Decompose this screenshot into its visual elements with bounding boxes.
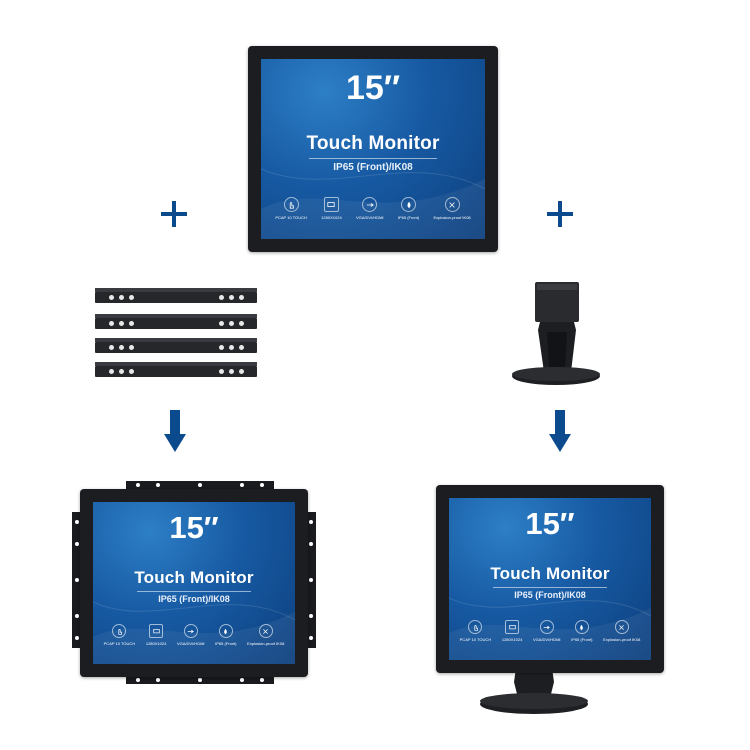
display-icon [323,197,339,212]
open-frame-bezel: 15″ Touch Monitor IP65 (Front)/IK08 PCAP… [80,489,308,677]
screen-size-text: 15″ [345,69,401,107]
mounting-bracket [95,338,257,353]
feature-explosion-proof: Explosion-proof IK08 [247,624,284,646]
frame-tab-bottom [126,676,274,684]
feature-touch: PCAP 10 TOUCH [103,624,136,646]
feature-label: IP65 (Front) [215,641,237,646]
feature-touch: PCAP 10 TOUCH [275,197,307,220]
usb-icon [539,620,554,634]
feature-waterproof: IP65 (Front) [215,624,237,646]
screen-title-text: Touch Monitor [134,568,254,587]
arrow-down-right [549,410,571,452]
frame-tab-top [126,481,274,489]
touch-hand-icon [468,620,483,634]
display-icon [149,624,164,638]
screen-title-text: Touch Monitor [490,564,610,583]
screen-title-text: Touch Monitor [306,133,440,154]
feature-label: Explosion-proof IK08 [433,215,471,220]
feature-label: PCAP 10 TOUCH [103,641,136,646]
screen-wave-decoration [93,601,295,664]
monitor-screen: 15″ Touch Monitor IP65 (Front)/IK08 PCAP… [93,502,295,664]
feature-waterproof: IP65 (Front) [398,197,419,220]
screen-subtitle-text: IP65 (Front)/IK08 [158,594,230,604]
plus-sign-right [547,201,573,227]
water-drops-icon [574,620,589,634]
feature-row: PCAP 10 TOUCH 1280X1024 VGA/DVI/HDMI IP6… [449,620,651,642]
screen-divider [309,158,437,159]
mounting-bracket [95,362,257,377]
monitor-screen: 15″ Touch Monitor IP65 (Front)/IK08 PCAP… [449,498,651,660]
feature-explosion-proof: Explosion-proof IK08 [434,197,471,220]
screen-subtitle-text: IP65 (Front)/IK08 [333,162,413,173]
feature-explosion-proof: Explosion-proof IK08 [603,620,640,642]
screen-size-text: 15″ [169,510,219,545]
screen-divider [137,591,251,592]
feature-interfaces: VGA/DVI/HDMI [356,197,384,220]
feature-label: 1280X1024 [145,641,167,646]
mounting-bracket [95,288,257,303]
touch-hand-icon [283,197,299,212]
feature-label: PCAP 10 TOUCH [275,215,307,220]
arrow-down-left [164,410,186,452]
water-drops-icon [218,624,233,638]
monitor-screen: 15″ Touch Monitor IP65 (Front)/IK08 PCAP… [261,59,485,239]
explosion-proof-icon [258,624,273,638]
feature-row: PCAP 10 TOUCH 1280X1024 VGA/DVI/HDMI IP6… [261,197,485,220]
feature-touch: PCAP 10 TOUCH [459,620,492,642]
feature-label: Explosion-proof IK08 [603,637,641,642]
screen-divider [493,587,607,588]
desktop-monitor-bezel: 15″ Touch Monitor IP65 (Front)/IK08 PCAP… [436,485,664,673]
screen-size-text: 15″ [525,506,575,541]
top-touch-monitor: 15″ Touch Monitor IP65 (Front)/IK08 PCAP… [248,46,498,252]
usb-icon [183,624,198,638]
feature-resolution: 1280X1024 [321,197,342,220]
screen-subtitle-text: IP65 (Front)/IK08 [514,590,586,600]
feature-label: VGA/DVI/HDMI [355,215,384,220]
screen-wave-decoration [449,597,651,660]
feature-interfaces: VGA/DVI/HDMI [177,624,205,646]
feature-label: IP65 (Front) [397,215,420,220]
plus-sign-left [161,201,187,227]
feature-row: PCAP 10 TOUCH 1280X1024 VGA/DVI/HDMI IP6… [93,624,295,646]
monitor-stand [512,282,600,385]
explosion-proof-icon [614,620,629,634]
display-icon [505,620,520,634]
frame-tab-left [72,512,82,648]
feature-label: Explosion-proof IK08 [247,641,285,646]
feature-label: VGA/DVI/HDMI [532,637,561,642]
feature-label: VGA/DVI/HDMI [176,641,205,646]
feature-interfaces: VGA/DVI/HDMI [533,620,561,642]
feature-label: IP65 (Front) [571,637,593,642]
touch-hand-icon [112,624,127,638]
explosion-proof-icon [444,197,460,212]
feature-label: PCAP 10 TOUCH [459,637,492,642]
desktop-stand [480,668,588,714]
feature-resolution: 1280X1024 [502,620,522,642]
water-drops-icon [401,197,417,212]
frame-tab-right [306,512,316,648]
feature-label: 1280X1024 [321,215,342,220]
feature-resolution: 1280X1024 [146,624,166,646]
feature-label: 1280X1024 [501,637,523,642]
usb-icon [362,197,378,212]
feature-waterproof: IP65 (Front) [571,620,593,642]
mounting-bracket [95,314,257,329]
